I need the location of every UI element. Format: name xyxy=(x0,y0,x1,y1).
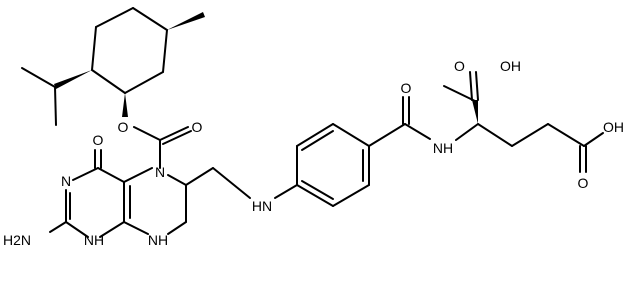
label-oh-top: O xyxy=(454,58,465,74)
label-nh-8: NH xyxy=(148,232,168,248)
label-o-carbamate-link: O xyxy=(118,119,129,135)
label-hn-linker: HN xyxy=(252,198,272,214)
label-n5: N xyxy=(155,164,165,180)
label-oh-right: OH xyxy=(603,119,624,135)
label-o-carbamate-dbl: O xyxy=(192,119,203,135)
label-o-ring: O xyxy=(93,132,104,148)
label-nh-amide: NH xyxy=(433,140,453,156)
amide-bonds xyxy=(368,96,431,147)
pteridine-bonds xyxy=(49,149,187,238)
label-h2n: H2N xyxy=(3,232,31,248)
label-oh-top-h: OH xyxy=(500,58,521,74)
methyl-wedge xyxy=(167,12,205,30)
linker-bonds xyxy=(185,167,251,199)
isopropyl-group xyxy=(21,67,92,126)
label-n3: N xyxy=(61,173,71,189)
carbamate-bonds xyxy=(133,126,192,169)
label-o-acid-right: O xyxy=(578,175,589,191)
ester-wedge xyxy=(122,93,128,117)
menthyl-ring xyxy=(91,7,168,94)
glutamate-bonds xyxy=(443,71,604,173)
label-o-amide: O xyxy=(401,80,412,96)
label-nh-1: NH xyxy=(84,232,104,248)
benzene-ring xyxy=(274,123,370,207)
